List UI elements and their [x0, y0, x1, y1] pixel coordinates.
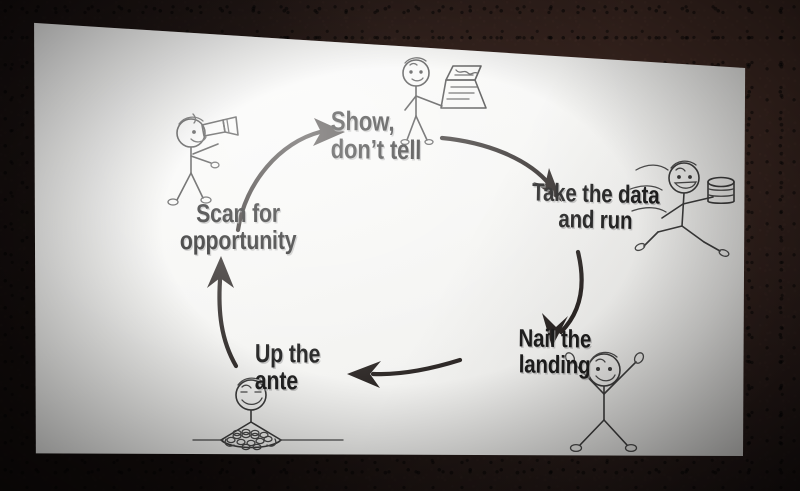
step-label-show-dont-tell: Show, don’t tell [330, 106, 422, 165]
arrow-up-to-scan [207, 256, 239, 369]
projection-screen: Show, don’t tell Take the data and run N… [34, 22, 746, 456]
step-label-scan-for-opportunity: Scan for opportunity [179, 197, 297, 255]
slide-content: Show, don’t tell Take the data and run N… [34, 22, 746, 456]
step-label-nail-the-landing: Nail the landing [518, 324, 592, 380]
stick-figure-telescope-icon [163, 106, 261, 206]
step-label-take-the-data-and-run: Take the data and run [531, 178, 660, 235]
step-label-up-the-ante: Up the ante [254, 338, 321, 395]
arrow-nail-to-up [347, 357, 463, 388]
